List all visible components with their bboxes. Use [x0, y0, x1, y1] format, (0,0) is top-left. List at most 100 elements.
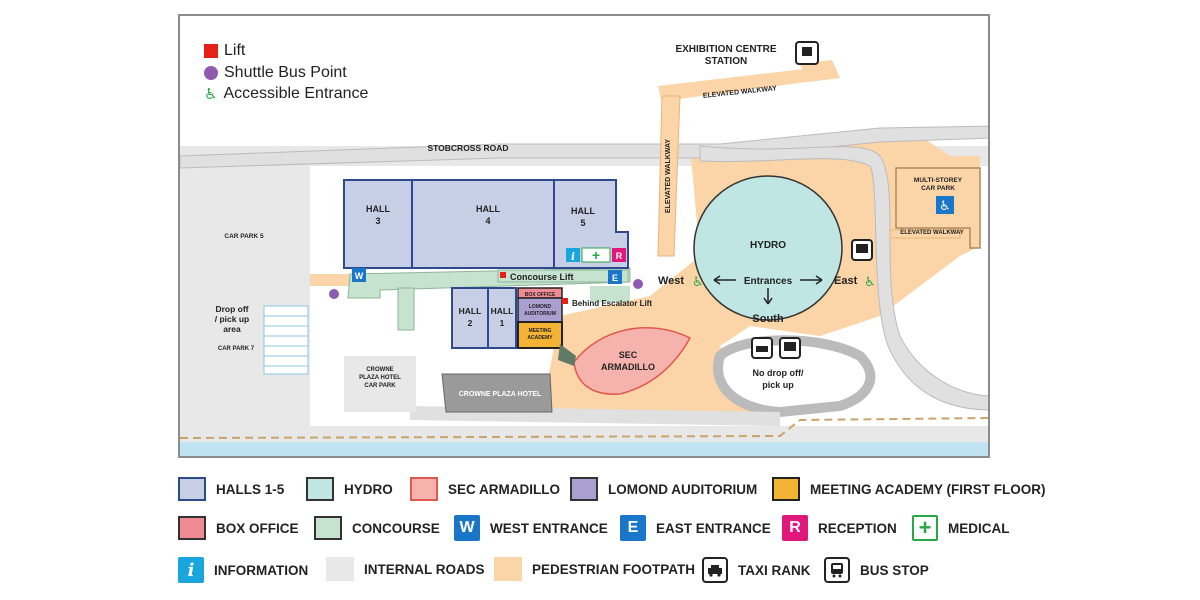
east-label: East: [834, 275, 858, 287]
sec-armadillo[interactable]: [573, 327, 692, 395]
legend-lift-label: Lift: [224, 42, 246, 59]
legend-lomond: LOMOND AUDITORIUM: [570, 477, 757, 501]
svg-text:♿: ♿: [939, 199, 951, 214]
information-letter: i: [571, 252, 575, 263]
legend-east-label: EAST ENTRANCE: [656, 520, 771, 536]
legend-roads-label: INTERNAL ROADS: [364, 561, 485, 577]
legend-west-label: WEST ENTRANCE: [490, 520, 608, 536]
hall-5-number: 5: [580, 218, 585, 228]
legend-bus-label: BUS STOP: [860, 562, 929, 578]
venue-map: ♿ + ♿ ♿: [178, 14, 990, 458]
east-badge-letter: E: [627, 519, 639, 536]
drop-off-label-line3: area: [223, 324, 241, 334]
lift-marker: [500, 272, 506, 278]
legend-hydro-label: HYDRO: [344, 481, 393, 497]
hall-4-label: HALL: [476, 204, 500, 214]
meeting-academy[interactable]: [517, 321, 563, 349]
medical-cross-icon: +: [592, 247, 600, 263]
elevated-walkway-east-label: ELEVATED WALKWAY: [900, 230, 964, 236]
legend-halls: HALLS 1-5: [178, 477, 284, 501]
legend-meeting: MEETING ACADEMY (FIRST FLOOR): [772, 477, 1046, 501]
crowne-hotel-label: CROWNE PLAZA HOTEL: [459, 391, 542, 398]
hydro-arena[interactable]: [693, 175, 843, 321]
hall-1-number: 1: [500, 318, 505, 328]
legend-taxi-label: TAXI RANK: [738, 562, 811, 578]
internal-road-loop: [699, 145, 988, 411]
lift-marker: [562, 298, 568, 304]
legend-medical: + MEDICAL: [912, 515, 1010, 541]
crowne-car-park-line1: CROWNE: [366, 367, 393, 373]
hall-2-number: 2: [468, 318, 473, 328]
legend-accessible: ♿ Accessible Entrance: [204, 85, 368, 103]
legend-bus: BUS STOP: [824, 557, 929, 583]
legend-box-office: BOX OFFICE: [178, 516, 299, 540]
legend-shuttle: Shuttle Bus Point: [204, 64, 347, 82]
legend-information-label: INFORMATION: [214, 562, 309, 578]
legend-meeting-label: MEETING ACADEMY (FIRST FLOOR): [810, 481, 1046, 497]
footpath-swatch: [494, 557, 522, 581]
concourse-lift-label: Concourse Lift: [510, 272, 574, 282]
shuttle-bus-point: [633, 279, 643, 289]
box-office-label: BOX OFFICE: [525, 292, 556, 298]
crowne-car-park-line2: PLAZA HOTEL: [359, 375, 401, 381]
legend-taxi: TAXI RANK: [702, 557, 811, 583]
armadillo-swatch: [410, 477, 438, 501]
armadillo-label-line1: SEC: [619, 350, 638, 360]
west-entrance-letter: W: [355, 271, 364, 281]
hall-4-number: 4: [485, 216, 490, 226]
west-badge-letter: W: [459, 519, 475, 536]
legend-shuttle-label: Shuttle Bus Point: [224, 64, 347, 81]
hall-3[interactable]: [343, 179, 413, 269]
lomond-auditorium[interactable]: [517, 297, 563, 323]
station-label-line1: EXHIBITION CENTRE: [675, 44, 776, 55]
legend-footpath: PEDESTRIAN FOOTPATH: [494, 557, 695, 581]
legend-concourse: CONCOURSE: [314, 516, 440, 540]
legend-concourse-label: CONCOURSE: [352, 520, 440, 536]
meeting-swatch: [772, 477, 800, 501]
medical-cross-icon: +: [912, 515, 938, 541]
box-office-swatch: [178, 516, 206, 540]
elevated-walkway-vertical-label: ELEVATED WALKWAY: [665, 139, 672, 213]
hall-1[interactable]: [487, 287, 517, 349]
information-icon: [566, 248, 580, 262]
bus-icon: [824, 557, 850, 583]
car-park-5: [180, 166, 310, 412]
car-park-7-label: CAR PARK 7: [218, 346, 255, 352]
hall-5[interactable]: [553, 179, 629, 269]
roads-swatch: [326, 557, 354, 581]
concourse-swatch: [314, 516, 342, 540]
crowne-plaza-car-park: [344, 356, 416, 412]
map-canvas: ♿ + ♿ ♿: [180, 16, 988, 456]
reception-badge-letter: R: [789, 519, 801, 536]
reception-icon: R: [782, 515, 808, 541]
west-entrance-icon: W: [454, 515, 480, 541]
legend-halls-label: HALLS 1-5: [216, 481, 285, 497]
east-entrance-badge: [608, 270, 622, 284]
no-drop-label-line1: No drop off/: [753, 368, 804, 378]
legend-box-office-label: BOX OFFICE: [216, 520, 299, 536]
accessible-entrance-icon: ♿: [692, 275, 704, 290]
legend-reception: R RECEPTION: [782, 515, 897, 541]
multi-storey-label-line2: CAR PARK: [921, 185, 955, 192]
hydro-label: HYDRO: [750, 240, 786, 251]
east-entrance-icon: E: [620, 515, 646, 541]
legend-information: i INFORMATION: [178, 557, 308, 583]
stobcross-road-label: STOBCROSS ROAD: [427, 143, 508, 153]
shuttle-icon: [204, 66, 218, 80]
entrances-label: Entrances: [744, 276, 793, 287]
south-label: South: [752, 313, 783, 325]
lift-icon: [204, 44, 218, 58]
legend-accessible-label: Accessible Entrance: [223, 85, 369, 102]
shuttle-bus-point: [329, 289, 339, 299]
hall-3-label: HALL: [366, 204, 390, 214]
halls-swatch: [178, 477, 206, 501]
reception-badge: [612, 248, 626, 262]
hall-1-label: HALL: [491, 306, 514, 316]
legend-east: E EAST ENTRANCE: [620, 515, 771, 541]
lomond-swatch: [570, 477, 598, 501]
legend-reception-label: RECEPTION: [818, 520, 897, 536]
accessible-parking-icon: [936, 196, 954, 214]
legend-roads: INTERNAL ROADS: [326, 557, 485, 581]
hall-4[interactable]: [411, 179, 555, 269]
accessible-entrance-icon: ♿: [864, 275, 876, 290]
